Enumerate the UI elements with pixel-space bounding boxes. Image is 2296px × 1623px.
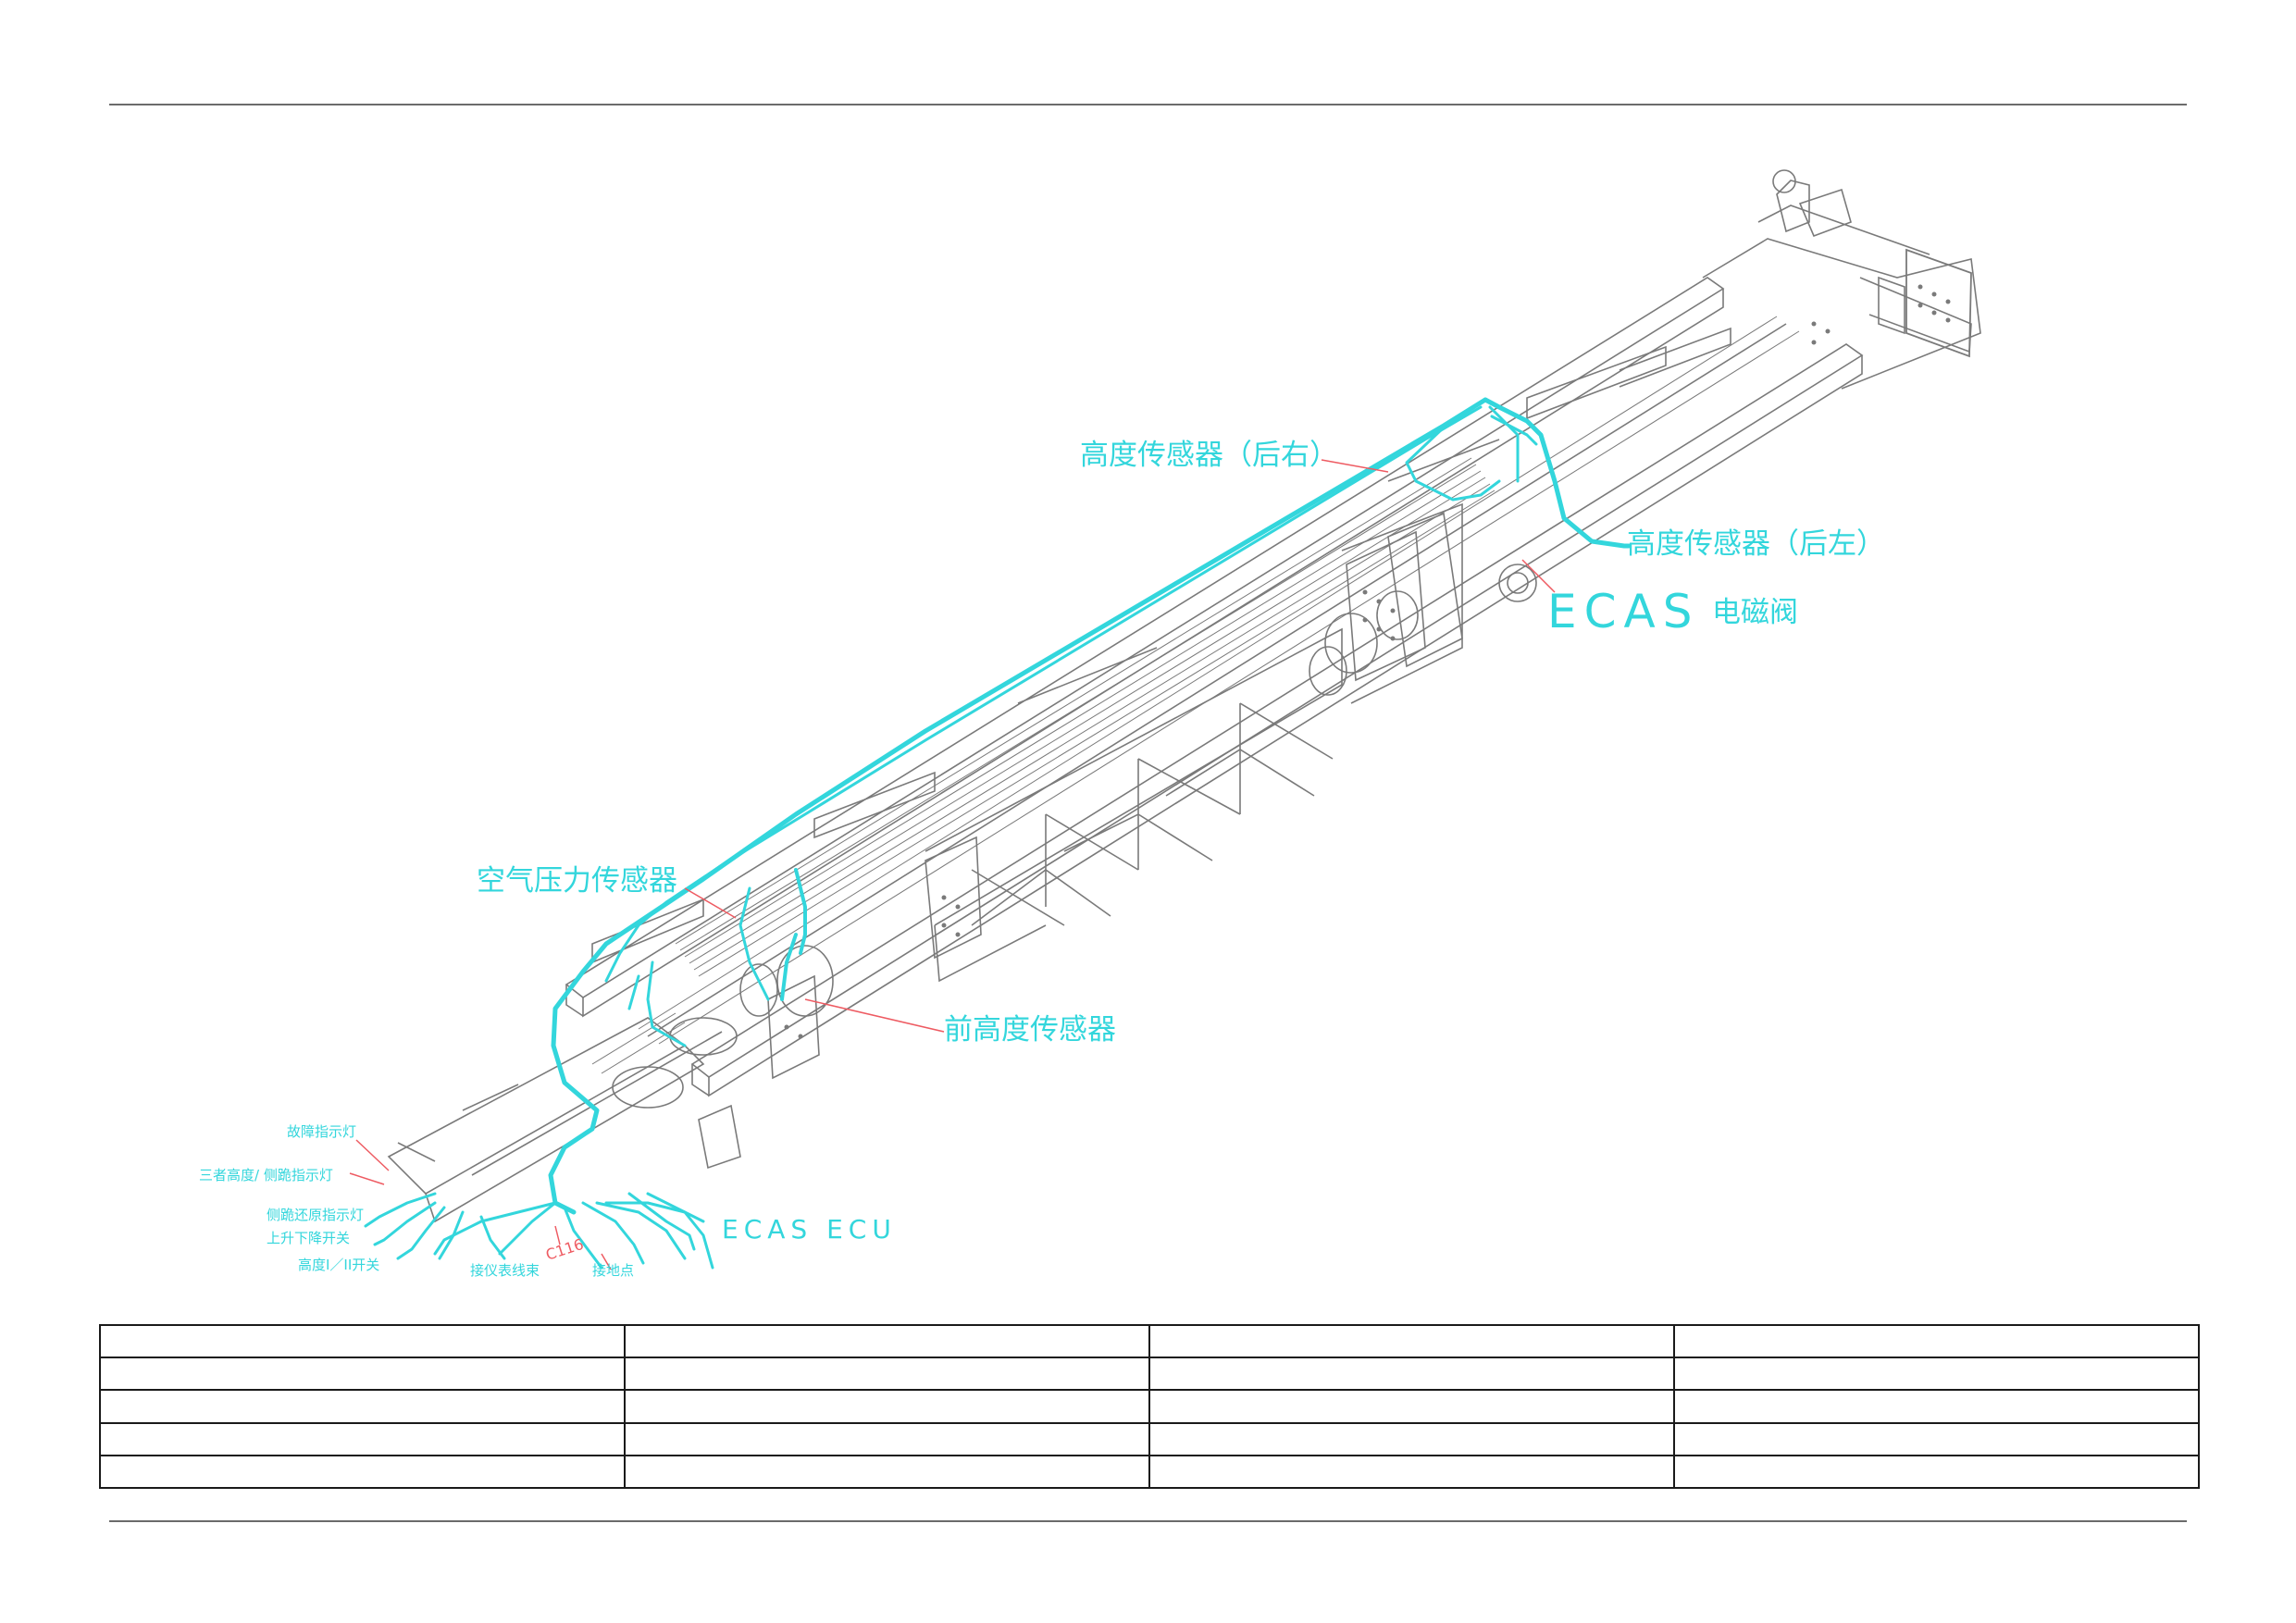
label-kneel-reset-indicator: 侧跪还原指示灯: [267, 1207, 364, 1223]
title-block-cell: [1148, 1323, 1675, 1359]
title-block-row: [99, 1454, 2200, 1490]
title-block-cell: [1148, 1389, 1675, 1424]
title-block-cell: [1148, 1357, 1675, 1392]
title-block-row: [99, 1323, 2200, 1359]
label-fault-indicator: 故障指示灯: [287, 1123, 356, 1140]
title-block-cell: [99, 1389, 626, 1424]
label-ground-point: 接地点: [592, 1262, 634, 1279]
title-block-cell: [99, 1357, 626, 1392]
label-ecas-ecu: ECAS ECU: [722, 1214, 897, 1245]
title-block-cell: [624, 1389, 1150, 1424]
title-block-table: [99, 1323, 2200, 1490]
title-block-row: [99, 1389, 2200, 1424]
title-block-cell: [1673, 1357, 2200, 1392]
title-block-row: [99, 1421, 2200, 1456]
wiring-harness: [364, 397, 1632, 1270]
label-raise-lower-switch: 上升下降开关: [267, 1230, 350, 1246]
label-ecas-valve-prefix: ECAS: [1547, 585, 1699, 638]
chassis-frame: [387, 169, 1981, 1223]
title-block-cell: [1673, 1421, 2200, 1456]
title-block-cell: [624, 1421, 1150, 1456]
label-air-pressure-sensor: 空气压力传感器: [477, 864, 677, 898]
label-ecas-valve-suffix: 电磁阀: [1712, 596, 1798, 629]
leader-lines: [349, 459, 1556, 1270]
label-height-sensor-rear-left: 高度传感器（后左）: [1627, 527, 1885, 561]
title-block-cell: [624, 1323, 1150, 1359]
title-block-cell: [1148, 1454, 1675, 1490]
title-block-cell: [1148, 1421, 1675, 1456]
top-border-rule: [109, 104, 2187, 105]
title-block-cell: [1673, 1454, 2200, 1490]
title-block-cell: [1673, 1389, 2200, 1424]
label-third-height-indicator: 三者高度/ 侧跪指示灯: [199, 1167, 333, 1183]
label-front-height-sensor: 前高度传感器: [944, 1013, 1116, 1047]
label-height-switch: 高度I／II开关: [298, 1257, 379, 1273]
title-block-cell: [624, 1357, 1150, 1392]
title-block-cell: [624, 1454, 1150, 1490]
label-height-sensor-rear-right: 高度传感器（后右）: [1080, 439, 1338, 472]
bottom-border-rule: [109, 1520, 2187, 1522]
title-block-cell: [99, 1454, 626, 1490]
label-instrument-harness: 接仪表线束: [470, 1262, 540, 1279]
label-connector-code: C116: [543, 1235, 586, 1264]
title-block-cell: [99, 1323, 626, 1359]
title-block-cell: [1673, 1323, 2200, 1359]
title-block-cell: [99, 1421, 626, 1456]
title-block-row: [99, 1357, 2200, 1392]
